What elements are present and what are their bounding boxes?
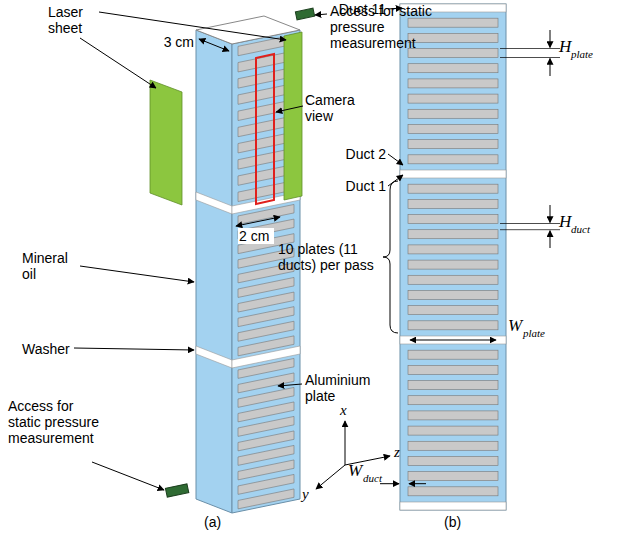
part-label: Aluminium plate: [305, 372, 381, 404]
aluminium-plate: [408, 350, 498, 359]
aluminium-plate: [408, 472, 498, 481]
aluminium-plate: [408, 64, 498, 73]
aluminium-plate: [408, 381, 498, 390]
aluminium-plate: [408, 245, 498, 254]
washer: [196, 346, 232, 368]
panel-label: (a): [204, 514, 221, 530]
aluminium-plates: [408, 18, 498, 496]
aluminium-plate: [408, 18, 498, 27]
note-label: 10 plates (11 ducts) per pass: [278, 241, 380, 273]
aluminium-plate: [408, 140, 498, 149]
part-label: Washer: [22, 341, 78, 357]
duct-label: Duct 1: [326, 178, 386, 194]
part-label: Mineral oil: [22, 250, 84, 282]
part-label: Access for static pressure measurement: [8, 398, 104, 446]
aluminium-plate: [408, 306, 498, 315]
aluminium-plate: [408, 109, 498, 118]
aluminium-plate: [408, 199, 498, 208]
aluminium-plate: [408, 230, 498, 239]
pressure-port: [295, 8, 314, 20]
laser-sheet: [150, 80, 182, 205]
dimension-symbol: W: [348, 461, 362, 481]
dimension-lines: [380, 8, 560, 484]
aluminium-plate: [408, 487, 498, 496]
axis-label: y: [302, 486, 309, 503]
washer: [400, 170, 506, 178]
duct-label: Duct 2: [326, 146, 386, 162]
laser-sheet: [284, 32, 302, 200]
camera-view: [256, 54, 274, 204]
dimension-subscript: duct: [571, 223, 590, 236]
part-label: Camera view: [305, 92, 365, 124]
dimension-symbol: H: [559, 212, 571, 232]
aluminium-plate: [408, 290, 498, 299]
leader-lines: [74, 12, 390, 490]
aluminium-plate: [408, 456, 498, 465]
aluminium-plate: [408, 33, 498, 42]
aluminium-plate: [408, 94, 498, 103]
aluminium-plate: [408, 365, 498, 374]
aluminium-plate: [408, 124, 498, 133]
dimension-subscript: plate: [523, 327, 545, 340]
aluminium-plate: [408, 441, 498, 450]
aluminium-plate: [408, 215, 498, 224]
aluminium-plate: [238, 336, 294, 356]
aluminium-plate: [408, 184, 498, 193]
part-label: Laser sheet: [48, 4, 98, 36]
aluminium-plate: [408, 321, 498, 330]
dimension-symbol: H: [559, 37, 571, 57]
aluminium-plate: [408, 49, 498, 58]
aluminium-plate: [408, 396, 498, 405]
dimension-label: 3 cm: [148, 34, 194, 50]
aluminium-plate: [408, 79, 498, 88]
panel-label: (b): [444, 514, 461, 530]
aluminium-plate: [408, 426, 498, 435]
aluminium-plate: [408, 155, 498, 164]
dimension-subscript: plate: [571, 48, 593, 61]
washer: [400, 502, 506, 510]
duct-label: Duct 11: [326, 1, 386, 17]
section-frame: [400, 4, 506, 510]
axis-label: z: [394, 444, 400, 461]
washer: [400, 336, 506, 344]
aluminium-plate: [408, 411, 498, 420]
aluminium-plate: [238, 489, 294, 509]
aluminium-plate: [408, 275, 498, 284]
axis-label: x: [340, 402, 347, 419]
side-face: [196, 30, 232, 513]
dimension-subscript: duct: [363, 472, 382, 485]
washer: [196, 192, 232, 214]
dimension-symbol: W: [508, 316, 522, 336]
pressure-port: [165, 484, 188, 497]
aluminium-plate: [408, 260, 498, 269]
dimension-label: 2 cm: [238, 228, 274, 244]
